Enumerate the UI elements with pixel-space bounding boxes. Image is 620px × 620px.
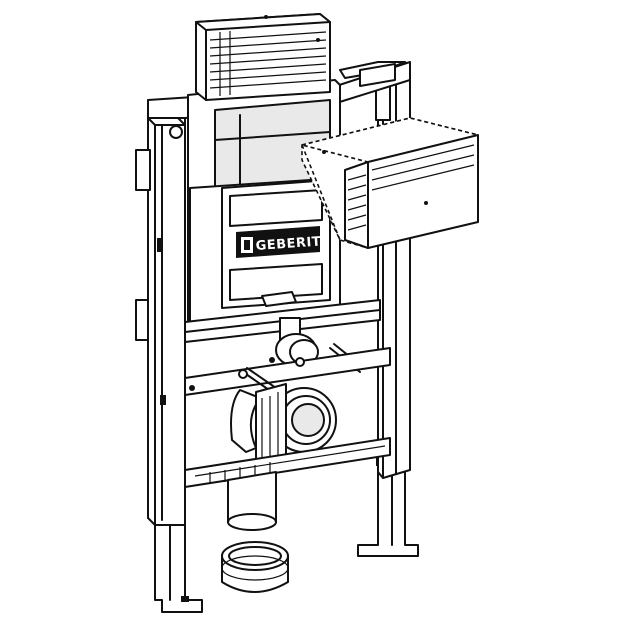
bottom-crossbar	[184, 437, 391, 488]
left-post	[135, 117, 186, 526]
drain-connector	[221, 541, 289, 593]
service-box-top	[195, 13, 331, 101]
flush-plate: GEBERIT	[221, 179, 331, 309]
brand-logo-panel	[236, 226, 320, 258]
brand-name: GEBERIT	[255, 234, 321, 254]
service-box-alternate	[301, 117, 479, 249]
drain-pipe	[227, 471, 277, 531]
left-leg	[154, 519, 203, 613]
geberit-logo-icon	[241, 237, 253, 253]
lower-crossbar	[184, 347, 391, 396]
